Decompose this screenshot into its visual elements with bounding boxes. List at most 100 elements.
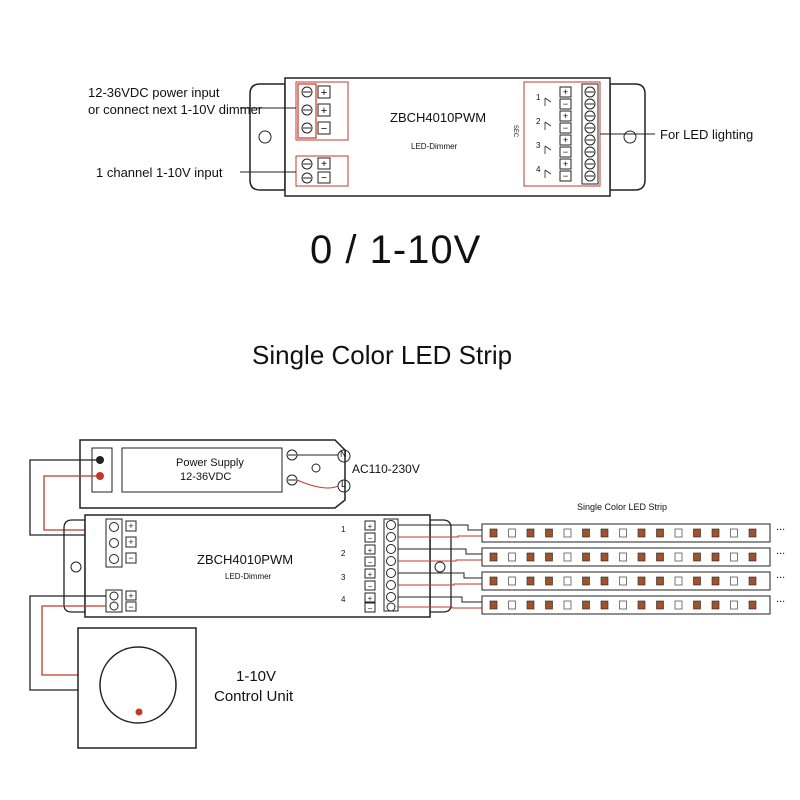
led-chip [674,576,683,586]
svg-text:−: − [563,99,568,109]
led-chip [526,528,535,538]
output-terminals [584,86,596,182]
strip-ellipsis-3: ... [776,569,786,581]
led-chip [656,552,664,562]
led-chip [711,600,720,610]
led-chip [600,552,609,562]
led-chip [545,552,553,562]
led-chip [508,528,516,538]
svg-text:−: − [321,173,327,184]
power-terminals [301,86,313,134]
top-subtitle-label: LED-Dimmer [411,142,458,151]
wiring-diagram: + + − + − + − + − + − + − [29,439,771,749]
top-device-body [284,77,611,197]
svg-text:+: + [128,537,133,547]
led-chip [656,528,664,538]
led-chip [748,576,757,586]
svg-text:+: + [368,570,373,579]
led-chip [693,576,701,586]
svg-text:−: − [128,602,133,612]
led-chip [563,576,572,586]
led-chip [656,600,664,610]
top-sec-label: SEC [512,124,519,138]
led-chip [489,528,498,538]
svg-text:+: + [368,594,373,603]
led-chip [674,552,683,562]
led-chip [582,576,590,586]
led-chip [526,552,535,562]
svg-text:−: − [368,582,373,591]
bottom-channel-3: 3 [341,573,346,582]
led-chip [582,528,590,538]
led-chip [711,576,720,586]
power-input-label-line2: or connect next 1-10V dimmer [88,102,263,117]
led-chip [508,552,516,562]
ac-label: AC110-230V [352,462,420,476]
svg-text:−: − [321,123,327,135]
svg-text:−: − [128,553,133,563]
led-chip [600,600,609,610]
ps-label-line2: 12-36VDC [180,471,232,483]
control-label-line1: 1-10V [236,668,277,685]
svg-text:−: − [563,147,568,157]
led-chip [637,600,646,610]
led-chip [730,528,738,538]
svg-text:+: + [563,135,568,145]
led-chip [619,552,627,562]
led-chip [563,552,572,562]
led-chip [674,600,683,610]
bottom-channel-1: 1 [341,525,346,534]
led-chip [637,552,646,562]
l-label: L [341,479,347,489]
svg-text:+: + [368,522,373,531]
led-chip [730,600,738,610]
bottom-model-label: ZBCH4010PWM [197,552,294,567]
top-device-diagram: + + − + − + − + − + − + − [240,77,655,197]
led-chip [711,552,720,562]
strip-ellipsis-4: ... [776,593,786,605]
led-chip [600,528,609,538]
led-chip [748,528,757,538]
led-chip [489,552,498,562]
top-left-mount-ear [249,83,286,191]
led-chip [526,600,535,610]
svg-text:+: + [128,591,133,601]
led-chip [545,600,553,610]
led-chip [508,600,516,610]
signal-heading: 0 / 1-10V [310,228,482,272]
led-chip [545,576,553,586]
led-chip [711,528,720,538]
control-knob [99,646,177,724]
led-chip [730,576,738,586]
svg-text:+: + [563,159,568,169]
top-channel-1: 1 [536,93,541,102]
led-chip [619,528,627,538]
led-chip [637,528,646,538]
svg-text:+: + [368,546,373,555]
led-chip [674,528,683,538]
power-supply-body [79,439,346,509]
svg-text:−: − [368,604,373,613]
led-chip [545,528,553,538]
svg-text:−: − [368,534,373,543]
led-chip [619,600,627,610]
svg-text:+: + [321,159,327,170]
top-right-mount-ear [609,83,646,191]
power-input-label-line1: 12-36VDC power input [88,85,220,100]
bottom-subtitle-label: LED-Dimmer [225,572,272,581]
top-channel-4: 4 [536,165,541,174]
led-chip [619,576,627,586]
led-chip [526,576,535,586]
top-model-label: ZBCH4010PWM [390,110,487,125]
strip-label: Single Color LED Strip [577,502,668,512]
strip-ellipsis-2: ... [776,545,786,557]
led-chip [563,528,572,538]
led-chip [582,600,590,610]
led-chip [489,600,498,610]
led-chip [748,552,757,562]
led-chip [508,576,516,586]
input-label: 1 channel 1-10V input [96,165,223,180]
bottom-channel-4: 4 [341,595,346,604]
svg-text:−: − [563,171,568,181]
led-chip [693,600,701,610]
